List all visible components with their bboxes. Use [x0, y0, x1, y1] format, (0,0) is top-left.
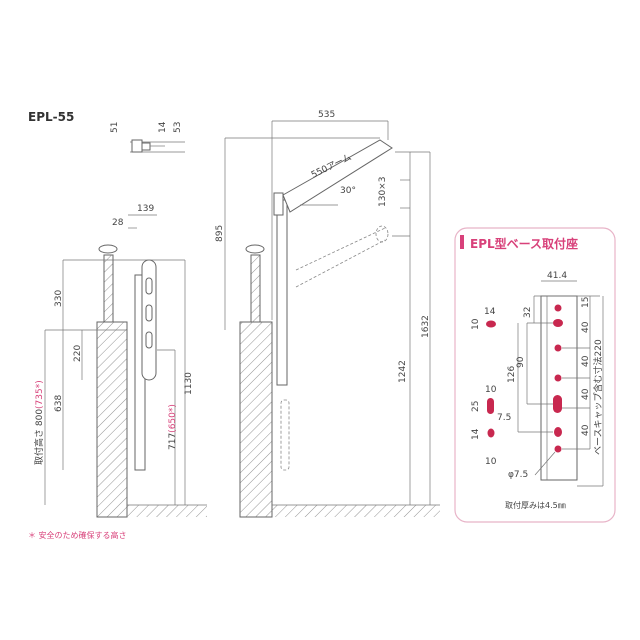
holes: [486, 304, 563, 453]
dim-15: 15: [581, 297, 591, 308]
width-label: 41.4: [547, 271, 567, 281]
total-length: ベースキャップ含む寸法220: [592, 339, 604, 455]
top-view: 51 14 53: [110, 121, 185, 153]
mount-height: 取付高さ 800(735*): [33, 380, 45, 465]
dim-40a: 40: [581, 321, 591, 333]
dim-32: 32: [523, 307, 533, 318]
dim-126: 126: [507, 366, 517, 383]
hole3-w: 10: [485, 457, 497, 467]
left-view: 139 28 330 220 638 取付高さ 800(735*) 1130 7…: [33, 204, 207, 518]
dim-28: 28: [112, 218, 124, 228]
footnote: ＊ 安全のため確保する高さ: [28, 530, 127, 540]
model-title: EPL-55: [28, 110, 74, 124]
dim-1242: 1242: [398, 360, 408, 383]
hole1-h: 10: [471, 318, 481, 330]
side-view-extended: 535 895 550アーム 30° 130×3 1632 1242: [215, 110, 440, 518]
dim-14: 14: [158, 121, 168, 133]
dim-895: 895: [215, 225, 225, 242]
hole3-h: 14: [471, 428, 481, 440]
dim-220: 220: [73, 345, 83, 362]
phi-label: φ7.5: [508, 470, 528, 480]
dim-535: 535: [318, 110, 335, 120]
dim-330: 330: [54, 290, 64, 307]
angle-label: 30°: [340, 186, 356, 196]
dim-40c: 40: [581, 388, 591, 400]
dim-1130: 1130: [184, 372, 194, 395]
dim-40d: 40: [581, 424, 591, 436]
hole1-w: 14: [484, 307, 496, 317]
dim-139: 139: [137, 204, 154, 214]
dim-40b: 40: [581, 355, 591, 367]
dim-638: 638: [54, 395, 64, 412]
dim-53: 53: [173, 122, 183, 133]
hole2-r: 7.5: [497, 413, 511, 423]
step-label: 130×3: [378, 177, 388, 207]
dim-51: 51: [110, 122, 120, 133]
dim-90: 90: [516, 356, 526, 368]
dim-1632: 1632: [421, 315, 431, 338]
hole2-w: 10: [485, 385, 497, 395]
base-panel: EPL型ベース取付座 41.4 32: [454, 227, 616, 523]
panel-title: EPL型ベース取付座: [470, 236, 578, 251]
dim-717: 717(650*): [168, 404, 178, 450]
hole2-h: 25: [471, 401, 481, 412]
thickness-note: 取付厚みは4.5㎜: [505, 500, 566, 510]
